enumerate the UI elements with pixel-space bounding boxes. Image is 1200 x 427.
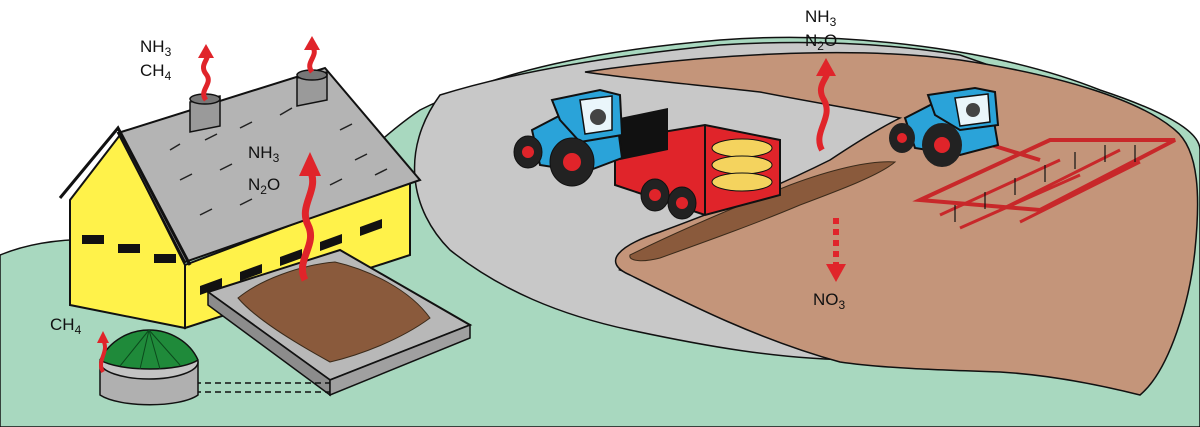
arrowhead-chimney-right	[304, 36, 320, 50]
arrowhead-chimney-left	[198, 44, 214, 58]
chimney-right	[297, 70, 327, 106]
label-field-n2o: N2O	[805, 31, 837, 53]
emission-arrow-chimney-left	[203, 52, 208, 100]
biogas-digester	[100, 330, 198, 405]
label-field-nh3: NH3	[805, 7, 837, 29]
label-chimney-ch4: CH4	[140, 61, 172, 83]
label-chimney-nh3: NH3	[140, 37, 172, 59]
